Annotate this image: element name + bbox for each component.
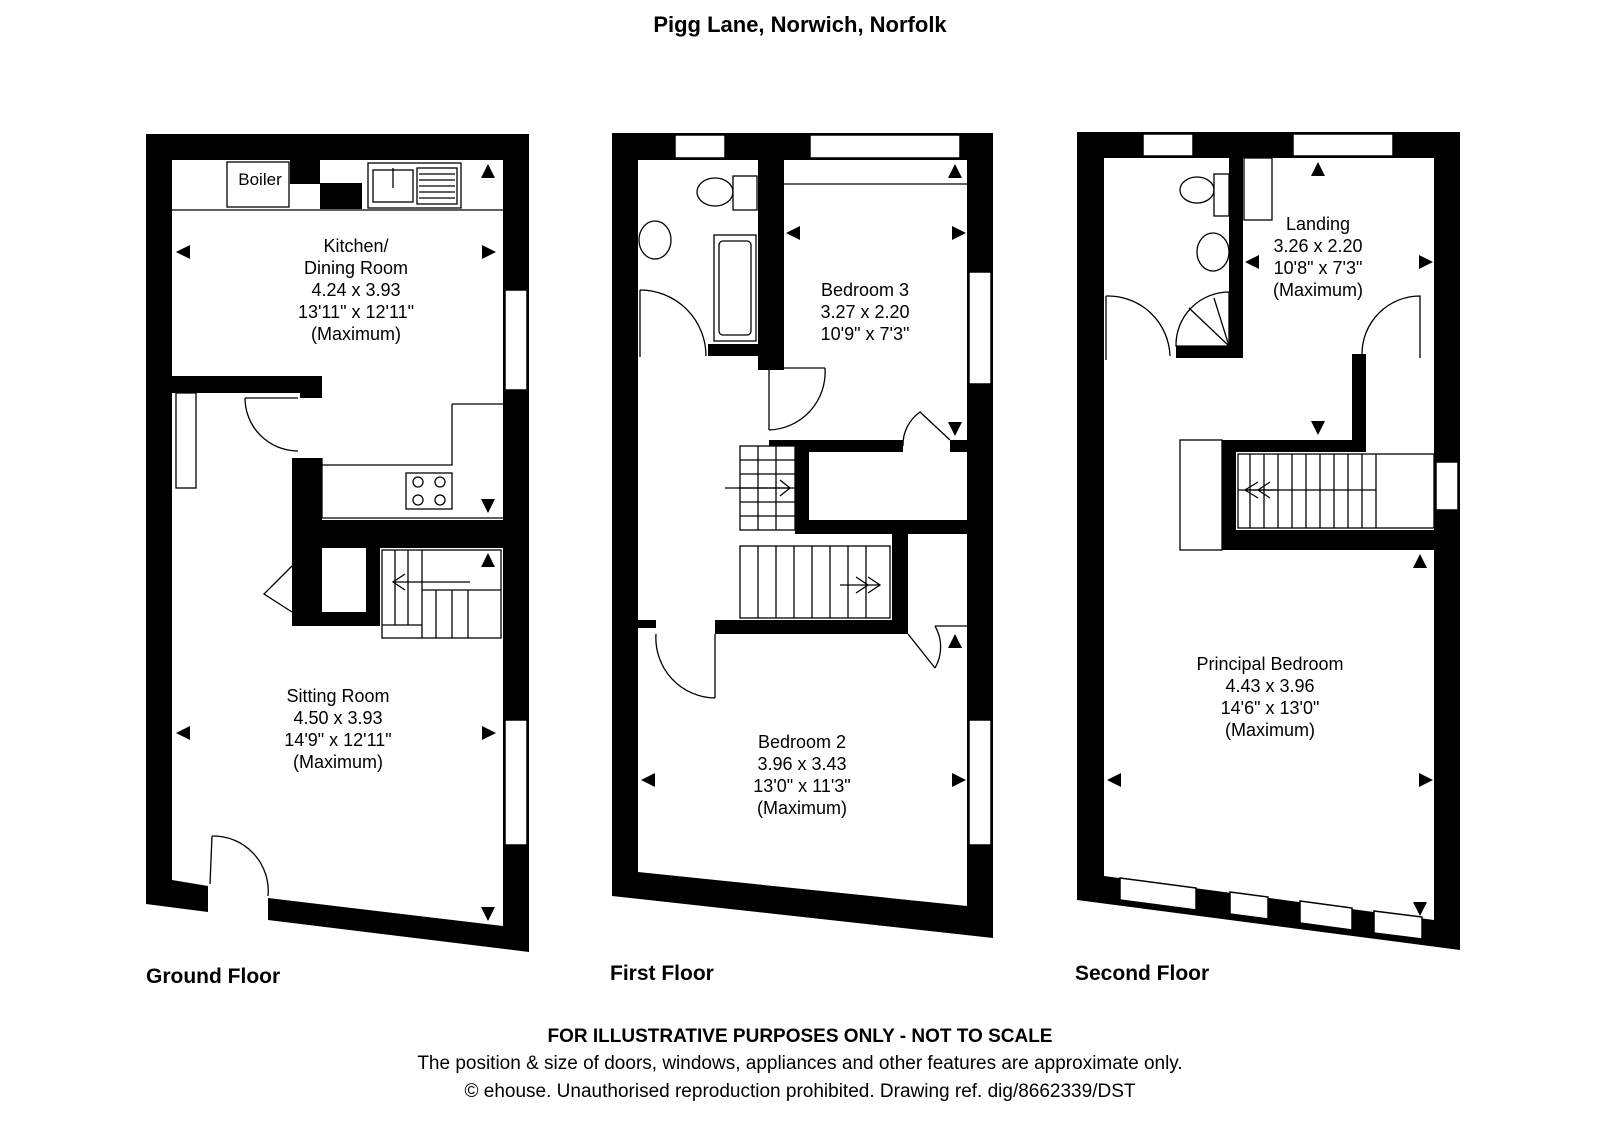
bedroom3-window-top <box>809 134 961 159</box>
sitting-room-window <box>504 719 528 846</box>
bedroom2-door <box>655 633 716 699</box>
second-dimension-arrows <box>1107 162 1433 916</box>
first-staircase-lower <box>739 545 891 619</box>
bedroom2-window <box>968 719 992 846</box>
second-toilet-icon <box>1179 173 1230 217</box>
side-window <box>1435 461 1459 511</box>
bedroom3-door <box>768 367 826 431</box>
ground-partition-wall <box>172 376 322 393</box>
bathroom-wall <box>758 160 784 370</box>
ground-floor-plan: Boiler <box>146 134 529 952</box>
cupboard-door-first <box>902 411 951 447</box>
ground-dimension-arrows <box>176 164 496 921</box>
first-dimension-arrows <box>641 164 966 926</box>
principal-bedroom-door <box>1361 295 1421 358</box>
sitting-room-label: Sitting Room <box>286 686 389 706</box>
principal-bedroom-metric: 4.43 x 3.96 <box>1225 676 1314 696</box>
ground-staircase <box>381 549 502 639</box>
landing-wall-bottom <box>1222 440 1366 452</box>
second-staircase <box>1179 439 1435 551</box>
kitchen-note: (Maximum) <box>311 324 401 344</box>
principal-bedroom-note: (Maximum) <box>1225 720 1315 740</box>
bedroom3-window-side <box>968 271 992 385</box>
first-stair-core-left <box>795 452 809 532</box>
kitchen-label: Kitchen/ <box>323 236 388 256</box>
first-landing-wall <box>715 620 908 634</box>
kitchen-imperial: 13'11" x 12'11" <box>298 302 414 322</box>
first-cupboard-door <box>907 625 967 669</box>
landing-label: Landing <box>1286 214 1350 234</box>
bedroom3-bottom-wall-right <box>950 440 967 452</box>
boiler-label: Boiler <box>238 170 282 189</box>
principal-bedroom-imperial: 14'6" x 13'0" <box>1221 698 1320 718</box>
bedroom2-note: (Maximum) <box>757 798 847 818</box>
landing-window <box>1292 133 1394 157</box>
disclaimer-text: The position & size of doors, windows, a… <box>417 1053 1183 1074</box>
page-title: Pigg Lane, Norwich, Norfolk <box>653 12 947 37</box>
landing-note: (Maximum) <box>1273 280 1363 300</box>
ground-inner-wall-a <box>292 458 322 626</box>
front-door <box>209 835 269 897</box>
bedroom3-imperial: 10'9" x 7'3" <box>821 324 910 344</box>
shower-room-window <box>1142 133 1194 157</box>
ground-floor-label: Ground Floor <box>146 965 281 988</box>
first-stair-core-bottom <box>795 520 967 534</box>
stair-wall-bottom <box>1222 530 1434 550</box>
hob-icon <box>405 472 453 510</box>
sink-icon <box>367 162 462 209</box>
shower-room-bottom <box>1176 346 1243 358</box>
ground-cupboard-side <box>366 548 380 626</box>
second-floor-plan: Landing 3.26 x 2.20 10'8" x 7'3" (Maximu… <box>1077 132 1460 950</box>
ground-partition-end <box>300 376 322 398</box>
stair-wall-left <box>1222 440 1236 550</box>
landing-wall <box>1352 354 1366 452</box>
shower-room-door <box>1105 295 1171 360</box>
bathroom-window <box>674 134 726 159</box>
ground-cupboard-wall <box>292 612 380 626</box>
first-floor-label: First Floor <box>610 962 714 985</box>
first-staircase-upper <box>725 445 796 531</box>
ground-chimney-stub <box>320 183 362 209</box>
boiler-cupboard <box>226 161 290 208</box>
kitchen-window <box>504 289 528 391</box>
bathroom-door <box>639 289 707 357</box>
landing-imperial: 10'8" x 7'3" <box>1274 258 1363 278</box>
sitting-room-metric: 4.50 x 3.93 <box>293 708 382 728</box>
sitting-room-imperial: 14'9" x 12'11" <box>284 730 391 750</box>
first-stair-core-post <box>892 534 908 626</box>
bath-icon <box>713 234 757 342</box>
landing-metric: 3.26 x 2.20 <box>1273 236 1362 256</box>
sitting-room-note: (Maximum) <box>293 752 383 772</box>
bedroom3-label: Bedroom 3 <box>821 280 909 300</box>
basin-icon <box>638 220 672 260</box>
principal-bedroom-label: Principal Bedroom <box>1196 654 1343 674</box>
bathroom-wall-bottom <box>708 344 762 356</box>
bedroom3-bottom-wall <box>769 440 903 452</box>
first-floor-plan: Bedroom 3 3.27 x 2.20 10'9" x 7'3" Bedro… <box>612 133 993 938</box>
cupboard-door <box>262 565 293 613</box>
toilet-icon <box>696 175 758 211</box>
second-floor-label: Second Floor <box>1075 962 1210 985</box>
bedroom2-metric: 3.96 x 3.43 <box>757 754 846 774</box>
first-landing-wall-left <box>638 620 656 628</box>
kitchen-label-2: Dining Room <box>304 258 408 278</box>
bedroom2-imperial: 13'0" x 11'3" <box>753 776 850 796</box>
kitchen-door <box>244 397 299 452</box>
disclaimer-heading: FOR ILLUSTRATIVE PURPOSES ONLY - NOT TO … <box>547 1026 1053 1047</box>
ground-inner-wall-b <box>322 520 503 548</box>
shower-room-wall <box>1229 158 1243 354</box>
bedroom2-label: Bedroom 2 <box>758 732 846 752</box>
ground-chimney-breast <box>290 160 320 184</box>
kitchen-metric: 4.24 x 3.93 <box>311 280 400 300</box>
bedroom3-metric: 3.27 x 2.20 <box>820 302 909 322</box>
copyright-text: © ehouse. Unauthorised reproduction proh… <box>464 1081 1136 1102</box>
principal-bedroom-windows <box>1119 877 1423 940</box>
second-basin-icon <box>1196 232 1230 272</box>
